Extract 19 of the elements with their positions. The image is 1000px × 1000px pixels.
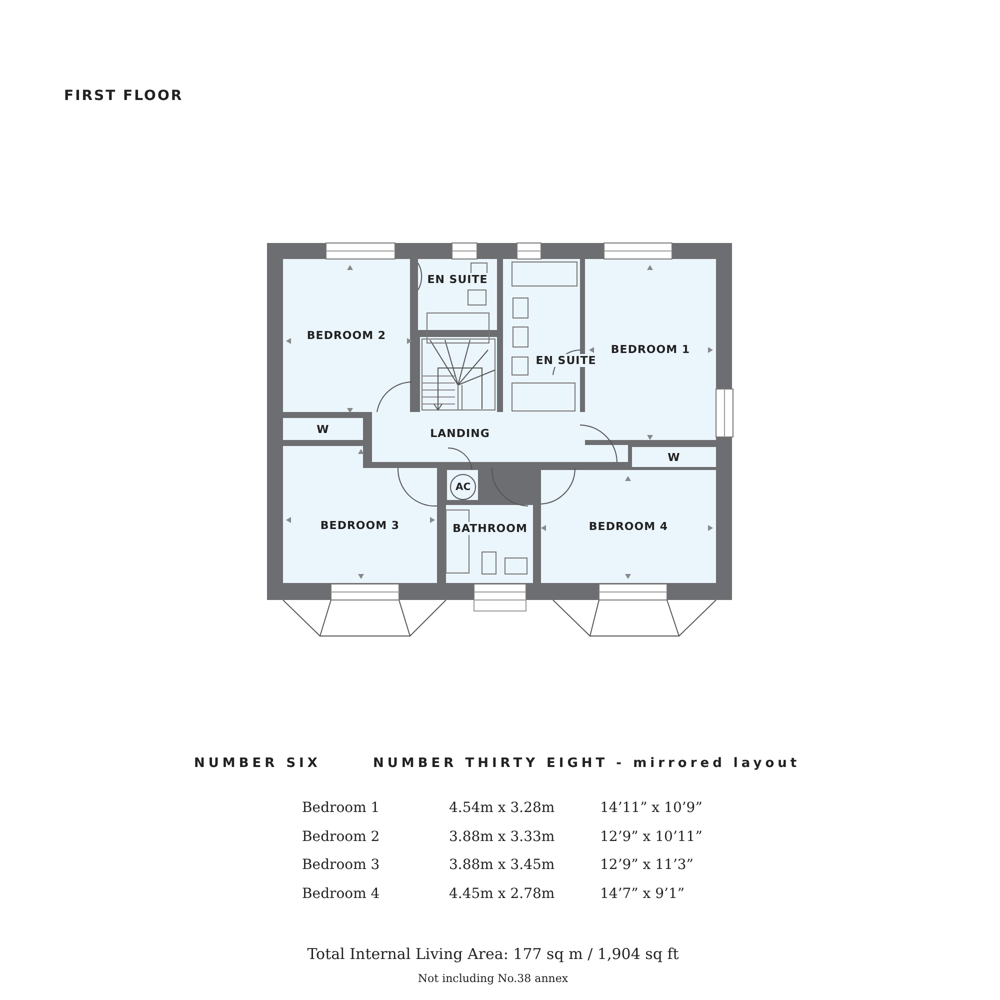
table-cell: 4.45m x 2.78m [449,886,555,902]
table-cell: 14’7” x 9’1” [600,886,685,902]
table-cell: 12’9” x 11’3” [600,857,694,873]
table-cell: 3.88m x 3.45m [449,857,555,873]
plan-title: FIRST FLOOR [64,88,184,104]
table-cell: 14’11” x 10’9” [600,800,702,816]
table-cell: Bedroom 2 [302,828,380,844]
table-cell: 4.54m x 3.28m [449,800,555,816]
area-text: Total Internal Living Area: 177 sq m / 1,904 sq ft [307,945,679,963]
table-cell: 12’9” x 10’11” [600,828,702,844]
note-text: Not including No.38 annex [418,972,568,985]
table-cell: Bedroom 4 [302,886,380,902]
heading-text: NUMBER THIRTY EIGHT - mirrored layout [373,756,800,771]
table-cell: 3.88m x 3.33m [449,828,555,844]
table-cell: Bedroom 3 [302,857,380,873]
room-label: BEDROOM 2 [283,259,410,412]
table-cell: Bedroom 1 [302,800,380,816]
room-label: BEDROOM 4 [541,470,716,583]
heading-text: NUMBER SIX [194,756,321,771]
